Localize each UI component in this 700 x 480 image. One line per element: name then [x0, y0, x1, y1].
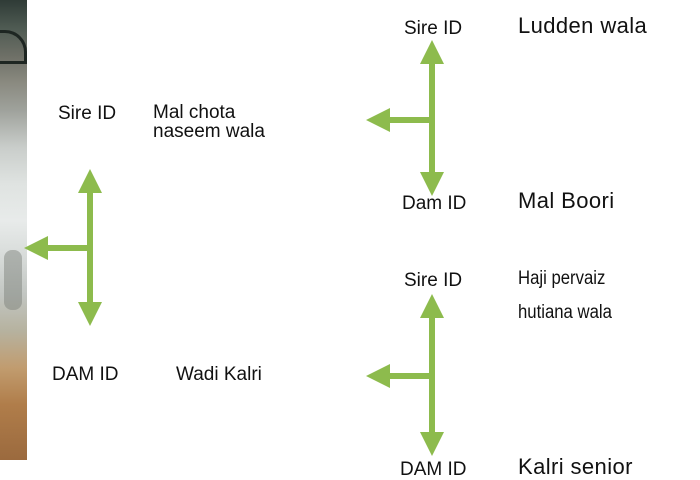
parent-dam-label: DAM ID — [52, 364, 119, 385]
parent-dam-name: Wadi Kalri — [176, 364, 262, 385]
arrow-group-left — [24, 169, 102, 326]
sire-name-2-line2: hutiana wala — [518, 302, 612, 323]
parent-sire-name: Mal chota naseem wala — [153, 103, 265, 141]
parent-sire-name-line2: naseem wala — [153, 121, 265, 142]
parent-sire-label: Sire ID — [58, 103, 117, 124]
parent-sire-name-line1: Mal chota — [153, 102, 236, 123]
background-photo — [0, 0, 27, 460]
arrow-group-top-right — [366, 40, 444, 196]
arrow-group-bottom-right — [366, 294, 444, 456]
photo-detail — [4, 250, 22, 310]
sire-name-2: Haji pervaiz hutiana wala — [518, 262, 612, 330]
sire-name-2-line1: Haji pervaiz — [518, 268, 606, 289]
dam-label-1: Dam ID — [402, 193, 467, 214]
dam-name-1: Mal Boori — [518, 188, 615, 213]
dam-name-2: Kalri senior — [518, 454, 633, 479]
sire-name-1: Ludden wala — [518, 13, 648, 38]
dam-label-2: DAM ID — [400, 459, 467, 480]
sire-label-1: Sire ID — [404, 18, 463, 39]
sire-label-2: Sire ID — [404, 270, 463, 291]
photo-arch — [0, 30, 27, 64]
